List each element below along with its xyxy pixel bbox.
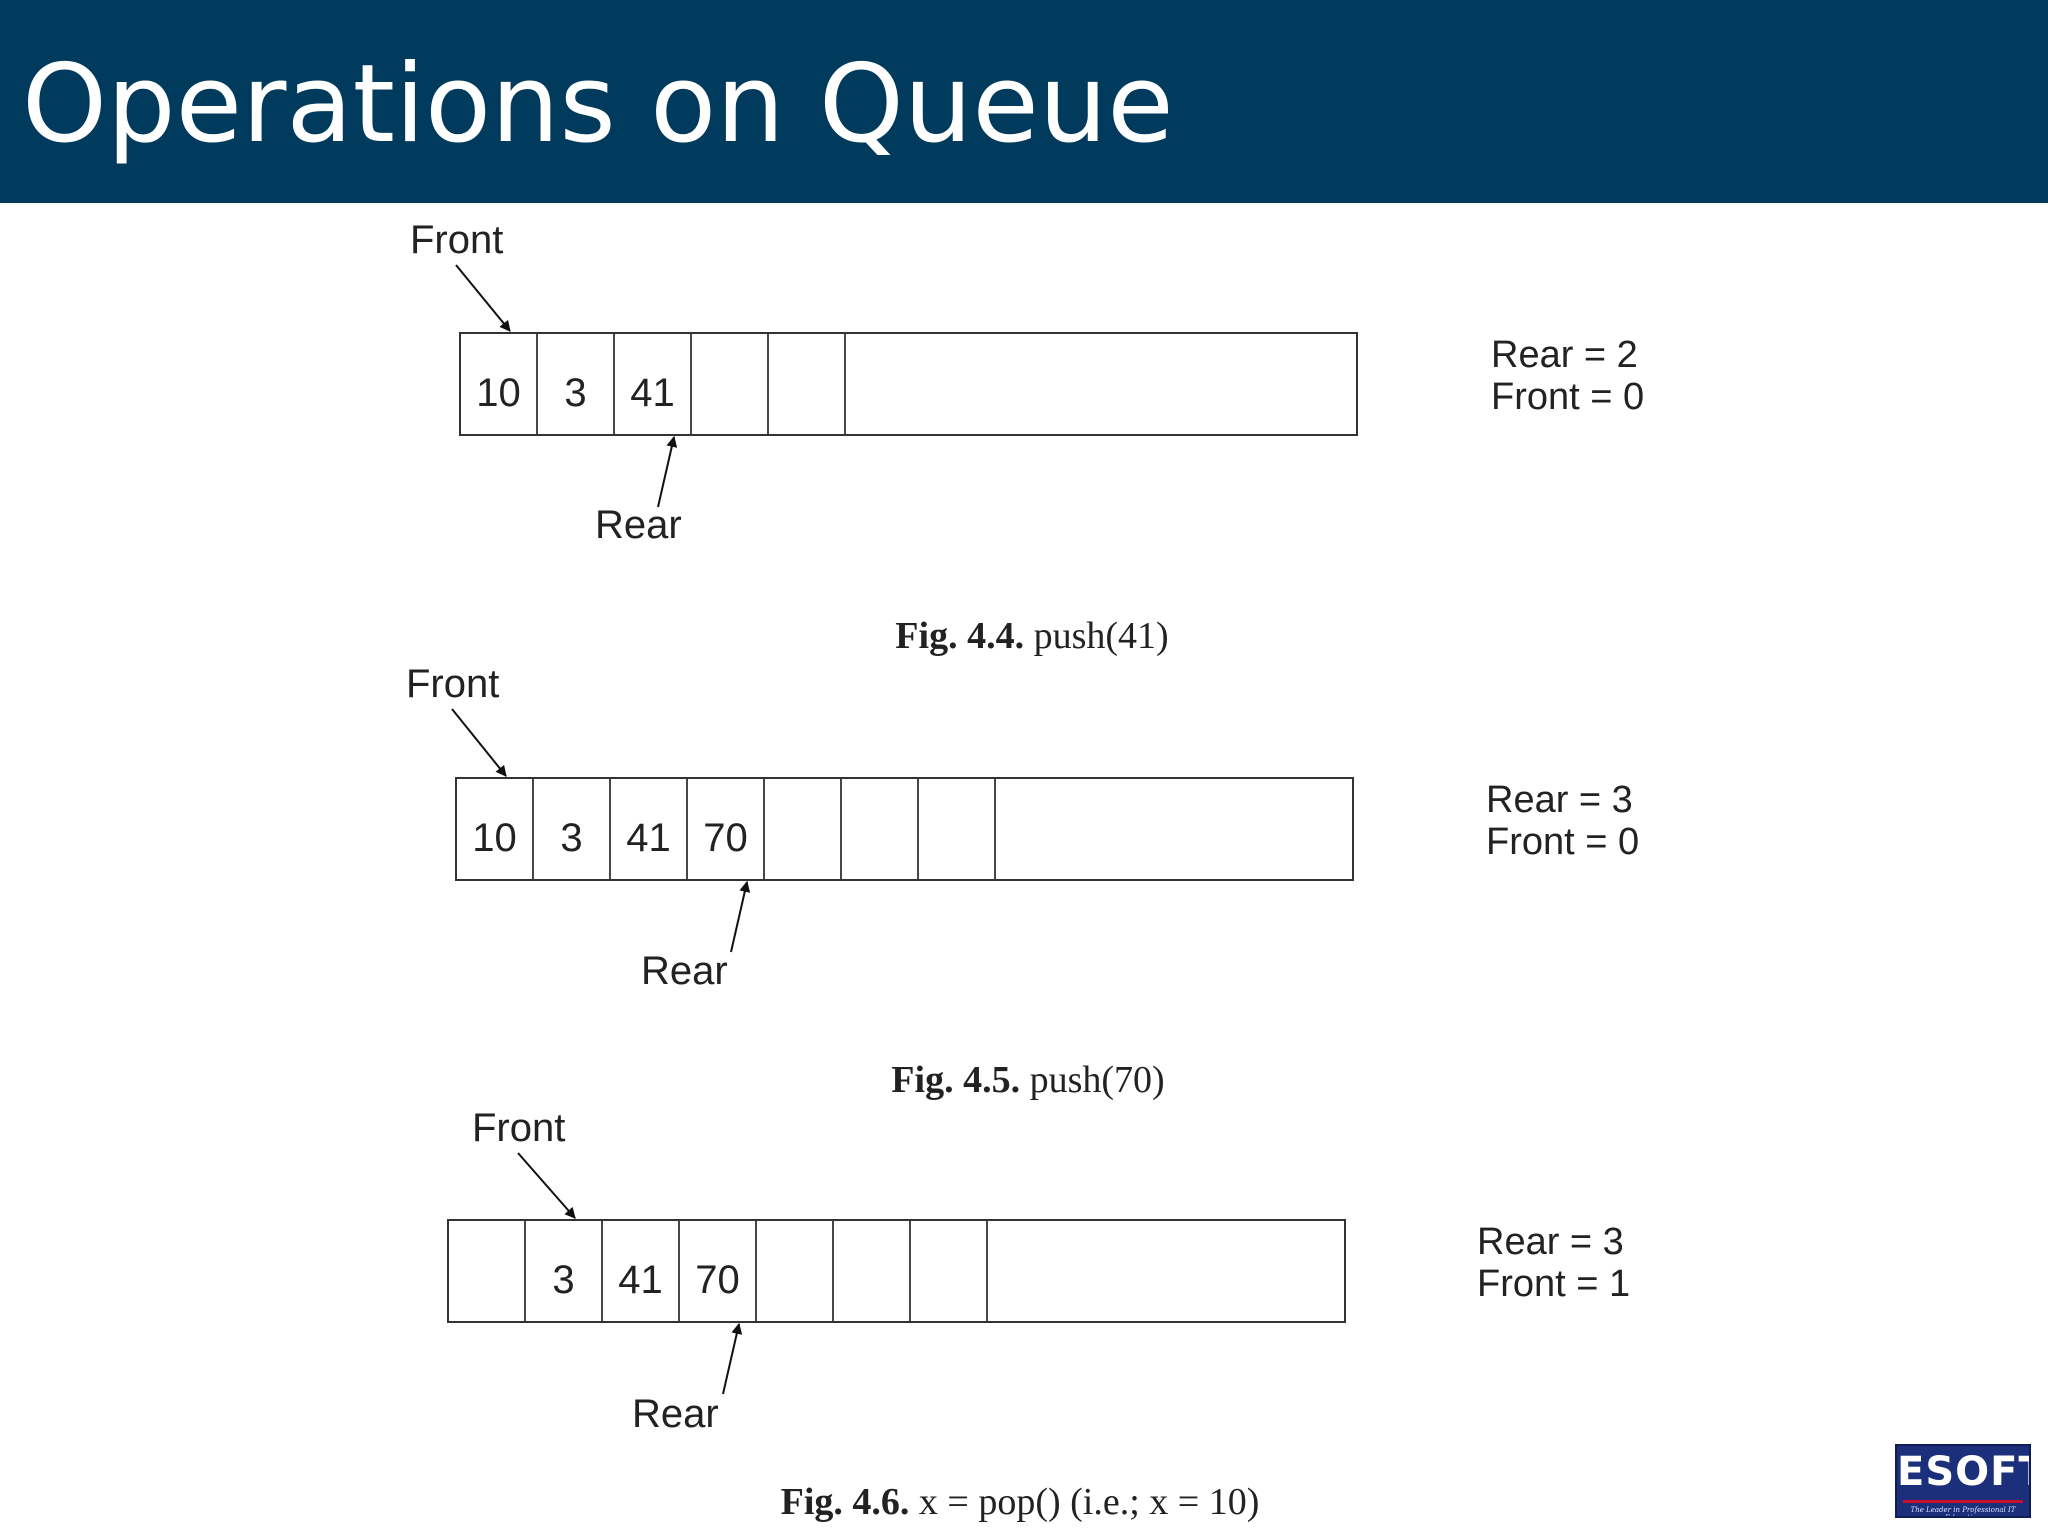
status-line: Rear = 3 [1477, 1221, 1624, 1263]
cell-value: 3 [560, 816, 582, 860]
front-arrow [451, 708, 507, 777]
status-line: Front = 1 [1477, 1263, 1630, 1305]
queue-array [447, 1219, 1346, 1323]
front-arrow [517, 1152, 576, 1219]
queue-array [455, 777, 1354, 881]
cell-value: 41 [630, 371, 675, 415]
slide-header: Operations on Queue [0, 0, 2048, 203]
cell-value: 41 [618, 1258, 663, 1302]
cell-value: 3 [564, 371, 586, 415]
front-label: Front [406, 662, 499, 706]
front-arrow [455, 264, 511, 332]
caption-text: push(70) [1030, 1059, 1165, 1101]
cell-value: 3 [552, 1258, 574, 1302]
caption-text: x = pop() (i.e.; x = 10) [919, 1481, 1259, 1523]
cell-value: 41 [626, 816, 671, 860]
caption-fig: Fig. 4.4. [895, 615, 1033, 657]
rear-arrow [730, 880, 751, 953]
status-line: Rear = 2 [1491, 334, 1638, 376]
cell-value: 10 [476, 371, 521, 415]
status-line: Front = 0 [1491, 376, 1644, 418]
status-line: Rear = 3 [1486, 779, 1633, 821]
front-label: Front [410, 218, 503, 262]
slide-title: Operations on Queue [22, 42, 1174, 167]
caption-fig: Fig. 4.6. [781, 1481, 919, 1523]
cell-value: 70 [695, 1258, 740, 1302]
rear-arrow [657, 435, 678, 508]
cell-value: 10 [472, 816, 517, 860]
rear-label: Rear [632, 1392, 719, 1436]
figure-caption: Fig. 4.4. push(41) [895, 615, 1168, 657]
logo-tagline: The Leader in Professional IT Education [1910, 1506, 2016, 1518]
rear-arrow [722, 1322, 743, 1395]
front-label: Front [472, 1106, 565, 1150]
caption-text: push(41) [1034, 615, 1169, 657]
figure-caption: Fig. 4.6. x = pop() (i.e.; x = 10) [781, 1481, 1260, 1523]
queue-array [459, 332, 1358, 436]
caption-fig: Fig. 4.5. [891, 1059, 1029, 1101]
figure-caption: Fig. 4.5. push(70) [891, 1059, 1164, 1101]
rear-label: Rear [595, 503, 682, 547]
status-line: Front = 0 [1486, 821, 1639, 863]
logo-divider [1903, 1500, 2023, 1503]
rear-label: Rear [641, 949, 728, 993]
cell-value: 70 [703, 816, 748, 860]
